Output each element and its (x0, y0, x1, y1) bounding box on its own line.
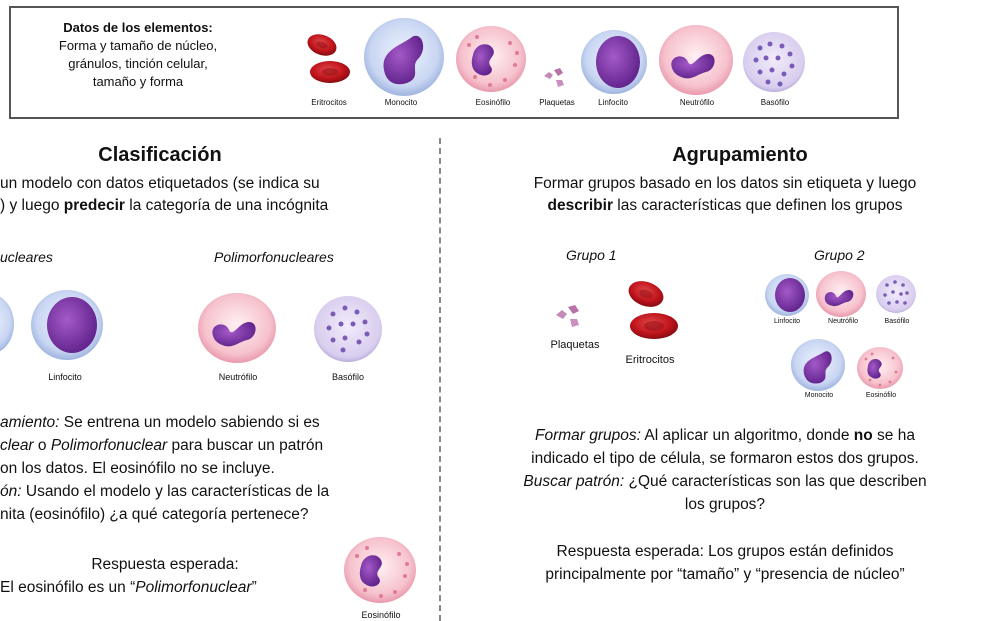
group-1-label: Grupo 1 (566, 247, 617, 263)
clustering-pattern-2: los grupos? (684, 496, 766, 513)
section-divider (439, 138, 441, 621)
eosinophil-unknown-image (344, 537, 416, 603)
monocyte-label: Monocito (384, 98, 418, 107)
group2-eosinophil-label: Eosinófilo (865, 392, 897, 399)
classification-title: Clasificación (98, 144, 222, 166)
clustering-pattern-1: Buscar patrón: ¿Qué características son … (523, 473, 927, 490)
neutrophil-class-label: Neutrófilo (218, 372, 258, 382)
erythrocytes-label: Eritrocitos (311, 98, 347, 107)
basophil-class-label: Basófilo (331, 372, 365, 382)
lymphocyte-class-image (31, 290, 103, 360)
lymphocyte-label: Linfocito (598, 98, 628, 107)
eosinophil-unknown-label: Eosinófilo (361, 610, 401, 620)
classification-answer-title: Respuesta esperada: (91, 556, 239, 573)
erythrocytes-image (307, 34, 350, 83)
group1-erythrocytes-image (628, 281, 678, 339)
classification-train-1: amiento: Se entrena un modelo sabiendo s… (0, 414, 320, 431)
elements-line-1: Forma y tamaño de núcleo, (58, 38, 218, 53)
clustering-form-2: indicado el tipo de célula, se formaron … (531, 450, 919, 467)
partial-monocyte-image (0, 296, 14, 352)
lymphocyte-class-label: Linfocito (48, 372, 82, 382)
group-2-label: Grupo 2 (814, 247, 865, 263)
group2-monocyte-image (791, 339, 845, 391)
clustering-intro-1: Formar grupos basado en los datos sin et… (533, 175, 917, 192)
basophil-image (743, 32, 805, 92)
lymphocyte-image (581, 30, 647, 94)
clustering-title: Agrupamiento (672, 144, 808, 166)
polymorphonuclear-group-label: Polimorfonucleares (214, 249, 334, 265)
classification-answer: El eosinófilo es un “Polimorfonuclear” (0, 579, 257, 596)
classification-intro-2: ) y luego predecir la categoría de una i… (0, 197, 329, 214)
classification-predict-2: nita (eosinófilo) ¿a qué categoría perte… (0, 506, 309, 523)
elements-line-2: gránulos, tinción celular, (68, 56, 208, 71)
classification-predict-1: ón: Usando el modelo y las característic… (0, 483, 330, 500)
platelets-label: Plaquetas (539, 98, 575, 107)
elements-title: Datos de los elementos: (63, 20, 213, 35)
clustering-form-1: Formar grupos: Al aplicar un algoritmo, … (535, 427, 915, 444)
group2-lymphocyte-image (765, 274, 809, 316)
group2-eosinophil-image (857, 347, 903, 389)
clustering-answer-2: principalmente por “tamaño” y “presencia… (545, 566, 905, 583)
monocyte-image (364, 18, 444, 96)
basophil-label: Basófilo (760, 98, 790, 107)
group2-neutrophil-image (816, 271, 866, 317)
neutrophil-image (659, 25, 733, 95)
platelets-image (544, 68, 564, 87)
group2-monocyte-label: Monocito (804, 392, 834, 399)
clustering-answer-1: Respuesta esperada: Los grupos están def… (556, 543, 894, 560)
classification-train-2: clear o Polimorfonuclear para buscar un … (0, 437, 324, 454)
classification-intro-1: un modelo con datos etiquetados (se indi… (0, 175, 320, 192)
group2-lymphocyte-label: Linfocito (773, 318, 801, 325)
group1-platelets-image (556, 305, 579, 327)
clustering-intro-2: describir las características que define… (547, 197, 903, 214)
classification-train-3: on los datos. El eosinófilo no se incluy… (0, 460, 275, 477)
elements-description: Datos de los elementos: Forma y tamaño d… (28, 19, 248, 91)
basophil-class-image (314, 296, 382, 362)
group1-platelets-label: Plaquetas (550, 339, 600, 351)
neutrophil-label: Neutrófilo (679, 98, 715, 107)
group1-erythrocytes-label: Eritrocitos (625, 354, 675, 366)
mononuclear-group-label: ucleares (0, 249, 53, 265)
elements-line-3: tamaño y forma (92, 74, 184, 89)
group2-basophil-image (876, 275, 916, 313)
eosinophil-label: Eosinófilo (475, 98, 511, 107)
group2-neutrophil-label: Neutrófilo (828, 318, 858, 325)
neutrophil-class-image (198, 293, 276, 363)
eosinophil-image (456, 26, 526, 92)
group2-basophil-label: Basófilo (884, 318, 910, 325)
